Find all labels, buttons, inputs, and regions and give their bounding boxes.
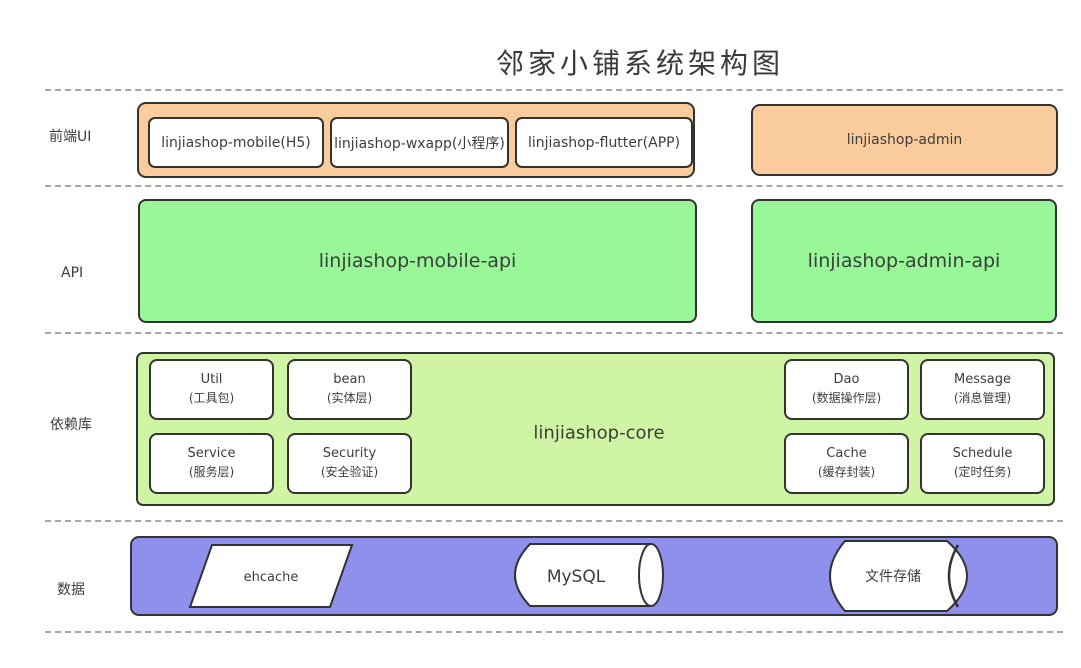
row-label-data: 数据 [57,582,85,598]
node-wxapp[interactable]: linjiashop-wxapp(小程序) [330,117,509,168]
module-name: Dao [833,372,860,388]
module-desc: (服务层) [188,465,235,480]
core-label: linjiashop-core [533,422,665,444]
module-service[interactable]: Service (服务层) [149,433,274,494]
row-label-dependencies: 依赖库 [50,417,92,433]
node-core-container[interactable]: linjiashop-core Util (工具包) bean (实体层) Se… [136,352,1055,506]
module-desc: (缓存封装) [817,465,876,480]
module-name: Schedule [952,446,1013,462]
shape-mysql-cylinder[interactable]: MySQL [514,543,664,607]
frontend-group-container[interactable]: linjiashop-mobile(H5) linjiashop-wxapp(小… [137,102,695,178]
store-label: ehcache [244,570,299,585]
shape-ehcache-parallelogram[interactable]: ehcache [188,544,354,608]
node-mobile-api[interactable]: linjiashop-mobile-api [138,199,697,323]
node-flutter-app[interactable]: linjiashop-flutter(APP) [515,117,693,168]
module-dao[interactable]: Dao (数据操作层) [784,359,909,420]
module-desc: (安全验证) [320,465,379,480]
page-title: 邻家小铺系统架构图 [495,47,785,80]
shape-file-storage[interactable]: 文件存储 [829,540,968,612]
layer-separator-5 [45,631,1063,633]
node-admin-api[interactable]: linjiashop-admin-api [751,199,1057,323]
module-cache[interactable]: Cache (缓存封装) [784,433,909,494]
module-desc: (消息管理) [953,391,1012,406]
module-util[interactable]: Util (工具包) [149,359,274,420]
module-schedule[interactable]: Schedule (定时任务) [920,433,1045,494]
store-label: MySQL [547,567,606,587]
module-security[interactable]: Security (安全验证) [287,433,412,494]
module-desc: (工具包) [188,391,235,406]
module-name: Service [187,446,236,462]
module-name: Message [954,372,1011,388]
module-bean[interactable]: bean (实体层) [287,359,412,420]
layer-separator-4 [45,520,1063,522]
layer-separator-3 [45,332,1063,334]
module-desc: (实体层) [326,391,373,406]
module-name: Util [200,372,223,388]
node-mobile-h5[interactable]: linjiashop-mobile(H5) [148,117,324,168]
row-label-frontend: 前端UI [49,129,92,145]
node-admin[interactable]: linjiashop-admin [751,104,1058,176]
layer-separator-2 [45,185,1063,187]
module-name: Cache [826,446,867,462]
module-message[interactable]: Message (消息管理) [920,359,1045,420]
module-name: Security [322,446,377,462]
module-desc: (定时任务) [953,465,1012,480]
layer-separator-1 [45,89,1063,91]
store-label: 文件存储 [865,569,921,585]
module-desc: (数据操作层) [811,391,882,406]
row-label-api: API [61,265,84,281]
module-name: bean [333,372,366,388]
